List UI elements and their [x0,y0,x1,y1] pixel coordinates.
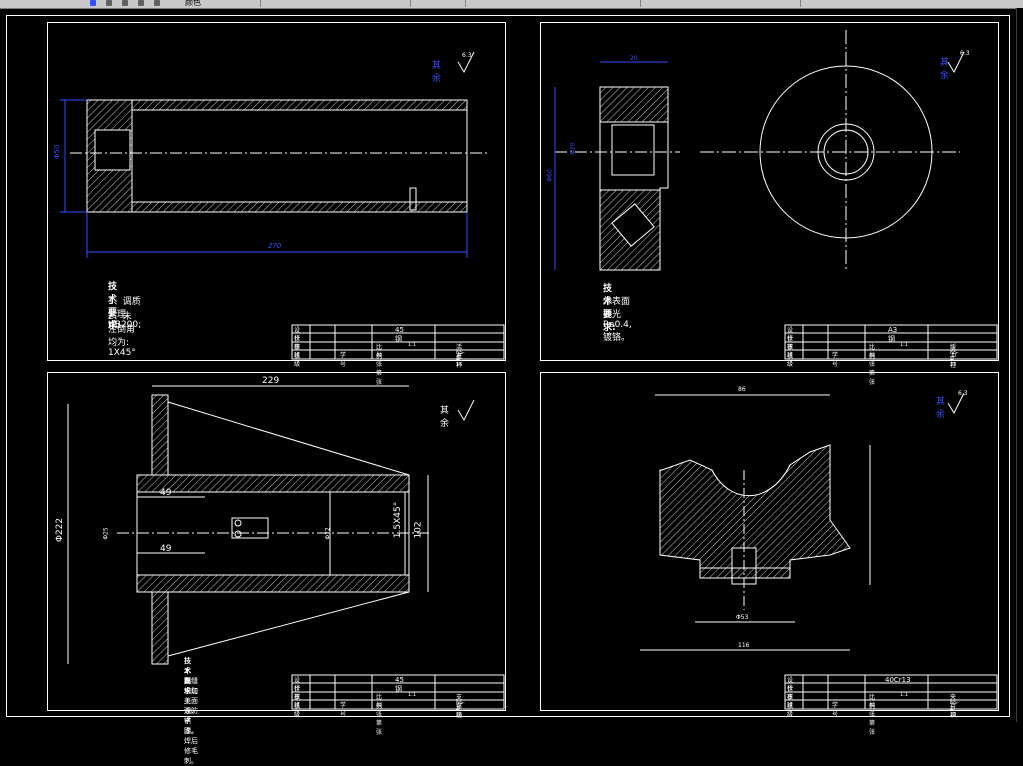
vertical-scrollbar[interactable] [1016,8,1023,722]
sheet2-note-1: 外表面抛光Ra0.4, 镀铬。 [603,297,632,343]
sheet2-roughness-value: 6.3 [960,50,970,57]
tb2-material: A3钢 [888,326,898,343]
tb1-scale: 1:1 [408,342,417,348]
tb2-code: NS-Z-23 [950,350,959,368]
sheet4-drawing [640,392,998,710]
sheet2-title-block [784,324,998,360]
tb4-scale: 1:1 [900,692,909,698]
tb3-scale: 1:1 [408,692,417,698]
undo-icon[interactable] [90,0,96,6]
toolbar: 颜色 [0,0,1023,9]
tb4-part: 夹持块 [950,694,957,719]
tb1-row2: 校核 [294,335,301,351]
sheet2-notes-title: 技术要求: [603,284,616,333]
sheet2-frame[interactable] [540,22,999,361]
tb4-row3: 审核 [787,694,794,710]
redo-icon[interactable] [106,0,112,6]
sheet3-top: 229 [262,376,280,386]
drawing-border [6,15,1010,717]
tb1-scale-label: 比例 [376,344,383,360]
sheet1-length: 270 [268,242,282,250]
sheet3-inner2: 49 [160,544,172,554]
tb1-row4: 班级 [294,352,301,368]
roughness-icon [947,51,965,74]
sheet1-note-2: 2、未注倒角均为: 1X45° [108,312,136,358]
zoom-icon[interactable] [122,0,128,6]
tb3-row2: 校核 [294,685,301,701]
tb1-material: 45钢 [395,326,404,343]
sheet1-title-block [291,324,505,360]
sheet3-notes-title: 技术要求: [184,657,194,695]
tb3-scale-label: 比例 [376,694,383,710]
tb2-scale: 1:1 [900,342,909,348]
tb4-material: 40Cr13 [885,676,911,684]
tb2-count: 共张 第张 [869,352,876,386]
sheet1-roughness-value: 6.3 [462,52,472,59]
tb4-scale-label: 比例 [869,694,876,710]
print-icon[interactable] [154,0,160,6]
tb4-code: NS-Z-23 [950,700,959,718]
tb3-part: 支撑座 [456,694,463,719]
tb3-school: 学号 [340,702,347,718]
tb4-school: 学号 [832,702,839,718]
sheet4-title-block [784,674,998,710]
sheet1-notes-title: 技术要求: [108,282,121,331]
sheet1-frame[interactable] [47,22,506,361]
sheet4-roughness: 其余 [936,397,946,420]
sheet1-note-1: 1、调质处理HB200; [108,297,142,330]
tb2-row2: 校核 [787,335,794,351]
sheet4-frame[interactable] [540,372,999,711]
sheet1-drawing [60,51,505,360]
tb1-school: 学号 [340,352,347,368]
sheet3-inner1: 49 [160,488,172,498]
tb3-row1: 设计 [294,677,301,693]
pan-icon[interactable] [138,0,144,6]
sheet4-roughness-value: 6.3 [958,390,968,397]
roughness-icon [947,392,965,415]
sheet2-width: 20 [630,55,638,62]
sheet1-roughness: 其余 [432,61,442,84]
sheet4-inner: Φ53 [736,614,749,621]
tb2-part: 缓冲柱 [950,344,957,369]
roughness-icon [457,399,475,422]
color-label[interactable]: 颜色 [185,0,201,7]
tb4-row4: 班级 [787,702,794,718]
tb3-material: 45钢 [395,676,404,693]
sheet3-roughness: 其余 [440,406,450,429]
tb1-code: NS-Z-16 [456,350,465,368]
roughness-icon [457,51,475,74]
tb2-scale-label: 比例 [869,344,876,360]
sheet3-frame[interactable] [47,372,506,711]
sheet2-roughness: 其余 [940,58,950,81]
tb3-row4: 班级 [294,702,301,718]
sheet3-title-block [291,674,505,710]
tb2-row3: 审核 [787,344,794,360]
sheet4-bottom: 116 [738,642,750,649]
tb2-school: 学号 [832,352,839,368]
tb1-count: 共张 第张 [376,352,383,386]
tb1-row3: 审核 [294,344,301,360]
sheet3-drawing [67,385,505,710]
tb3-row3: 审核 [294,694,301,710]
tb1-part: 活塞杆 [456,344,463,369]
tb4-row2: 校核 [787,685,794,701]
sheet4-top: 86 [738,386,746,393]
tb4-count: 共张 第张 [869,702,876,736]
tb2-row1: 设计 [787,327,794,343]
tb3-code: NS-Z-15 [456,700,465,718]
tb1-row1: 设计 [294,327,301,343]
tb2-row4: 班级 [787,352,794,368]
tb4-row1: 设计 [787,677,794,693]
sheet2-drawing [554,30,998,360]
